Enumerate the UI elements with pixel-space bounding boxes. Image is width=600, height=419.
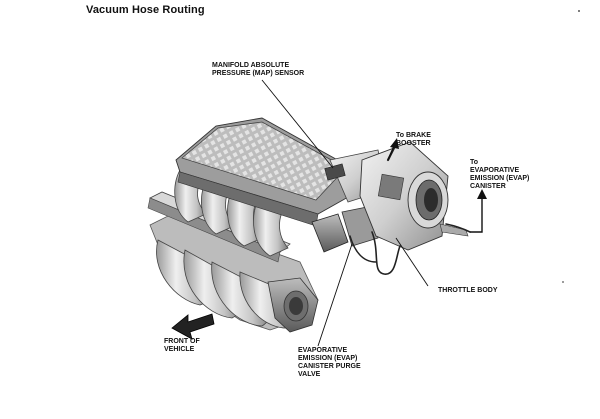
page-title: Vacuum Hose Routing [86,4,205,16]
evap-canister-label-line-2: EVAPORATIVE [470,167,520,174]
speck [562,281,564,283]
evap-canister-label-line-3: EMISSION (EVAP) [470,175,530,182]
brake-booster-label-line-1: To BRAKE [396,132,431,139]
brake-booster-arrow [387,138,399,161]
front-of-vehicle-label: FRONT OF VEHICLE [164,338,200,354]
speck [578,10,580,12]
evap-canister-label-line-1: To [470,159,479,166]
front-of-vehicle-label-line-1: FRONT OF [164,338,200,345]
throttle-body-label: THROTTLE BODY [438,287,498,295]
purge-valve-label: EVAPORATIVE EMISSION (EVAP) CANISTER PUR… [298,347,361,379]
evap-canister-label-line-4: CANISTER [470,183,506,190]
purge-valve-body [311,205,379,253]
front-of-vehicle-label-line-2: VEHICLE [164,346,195,353]
brake-booster-label-line-2: BOOSTER [396,140,431,147]
evap-canister-arrow [470,189,487,233]
brake-booster-label: To BRAKE BOOSTER [396,132,431,148]
leader-lines [261,79,429,347]
map-sensor-label-line-2: PRESSURE (MAP) SENSOR [212,70,305,77]
throttle-body [359,141,469,251]
map-sensor-label-line-1: MANIFOLD ABSOLUTE [212,62,290,69]
purge-valve-label-line-3: CANISTER PURGE [298,363,361,370]
purge-valve-label-line-1: EVAPORATIVE [298,347,348,354]
evap-canister-label: To EVAPORATIVE EMISSION (EVAP) CANISTER [470,159,529,191]
front-of-vehicle-arrow [171,313,215,340]
map-sensor-label: MANIFOLD ABSOLUTE PRESSURE (MAP) SENSOR [212,62,304,78]
throttle-body-label-line-1: THROTTLE BODY [438,287,498,294]
purge-valve-label-line-2: EMISSION (EVAP) [298,355,358,362]
purge-valve-label-line-4: VALVE [298,371,321,378]
